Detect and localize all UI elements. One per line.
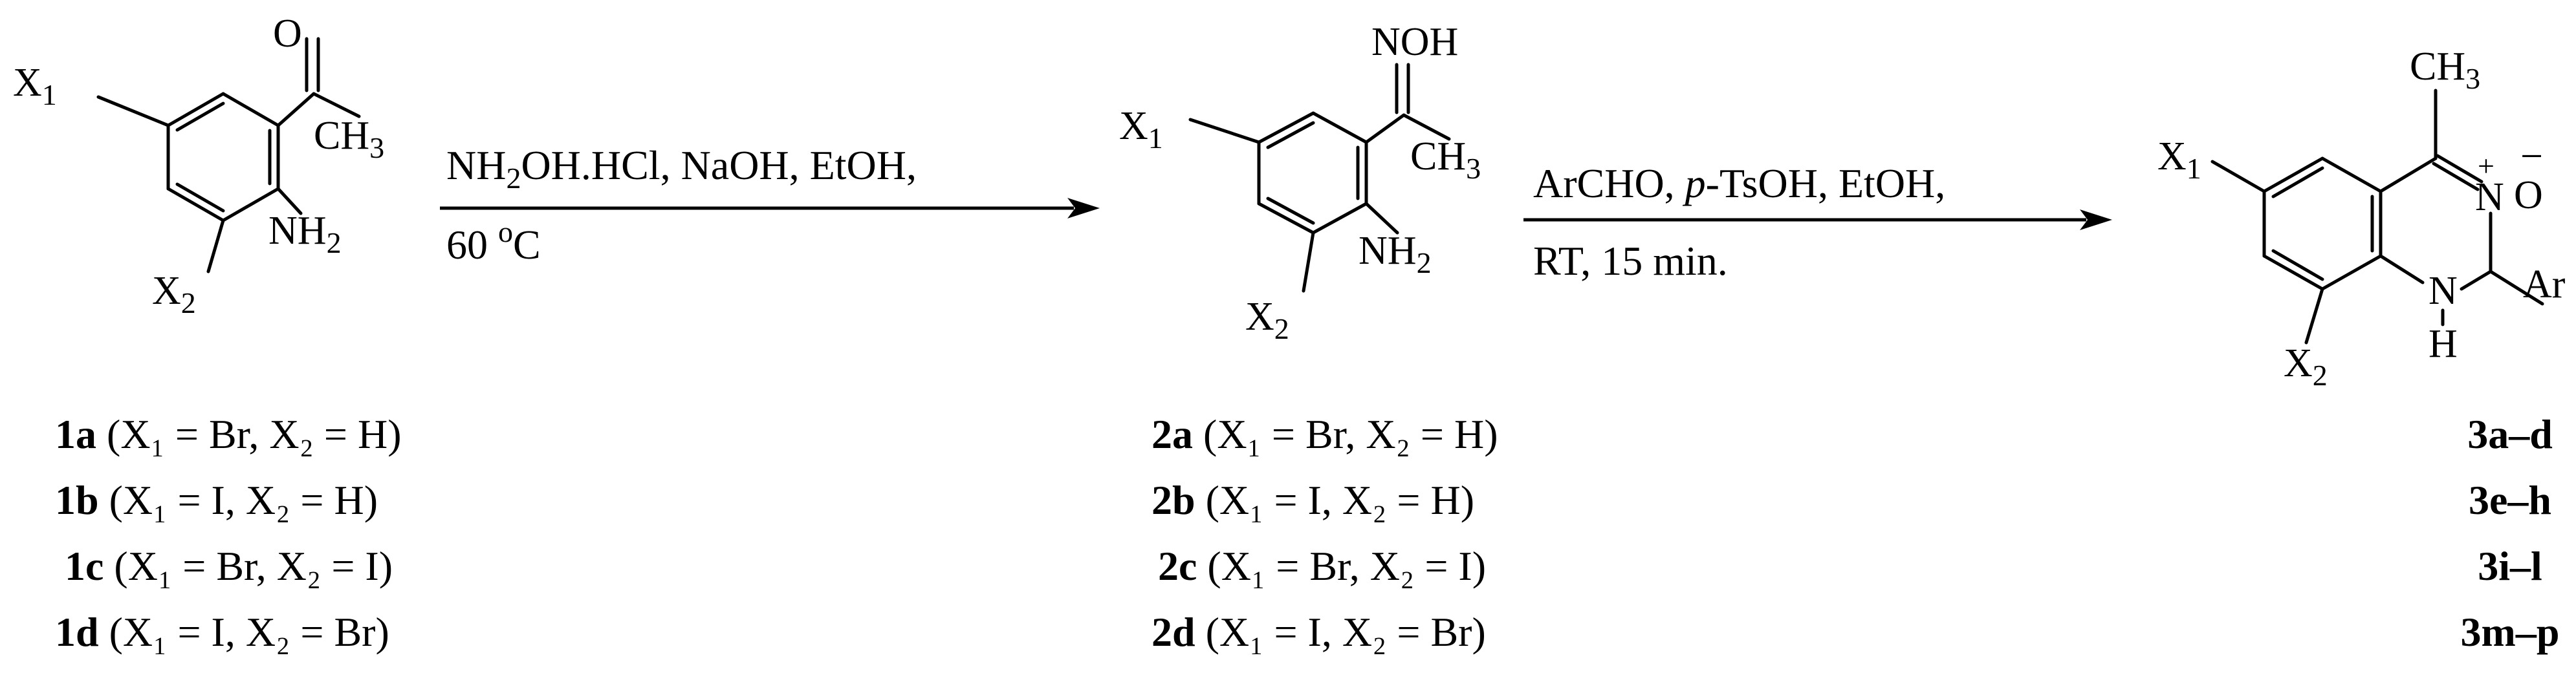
methyl-label: CH3 bbox=[1410, 134, 1481, 185]
positive-charge-label: + bbox=[2478, 149, 2494, 182]
amino-label: NH2 bbox=[1359, 229, 1432, 279]
x1-label: X1 bbox=[2157, 134, 2201, 185]
x2-label: X2 bbox=[152, 269, 196, 319]
reaction-arrow-1 bbox=[440, 198, 1100, 219]
compound-label: 3i–l bbox=[2478, 543, 2542, 589]
compound-label: 3a–d bbox=[2467, 411, 2553, 457]
methyl-label: CH3 bbox=[2410, 45, 2480, 95]
compound-label: 1c (X₁ = Br, X₂ = I) bbox=[65, 543, 393, 589]
x2-label: X2 bbox=[1245, 295, 1289, 345]
compound-label: 3e–h bbox=[2469, 477, 2551, 523]
compound-label: 2c (X₁ = Br, X₂ = I) bbox=[1158, 543, 1486, 589]
amino-label: NH2 bbox=[268, 209, 342, 259]
ring-nh-hydrogen-label: H bbox=[2429, 322, 2458, 366]
nitrone-nitrogen-label: N bbox=[2475, 175, 2504, 219]
step2-reagents: ArCHO, p-TsOH, EtOH, bbox=[1533, 160, 1945, 206]
compound-label: 2a (X₁ = Br, X₂ = H) bbox=[1152, 411, 1498, 457]
compounds-1-list: 1a (X₁ = Br, X₂ = H) 1b (X₁ = I, X₂ = H)… bbox=[55, 411, 402, 655]
compound-label: 2b (X₁ = I, X₂ = H) bbox=[1152, 477, 1474, 523]
step1-temperature: 60 oC bbox=[446, 215, 541, 268]
step2-conditions: RT, 15 min. bbox=[1533, 238, 1728, 284]
reaction-arrow-2 bbox=[1523, 209, 2112, 230]
x2-label: X2 bbox=[2284, 341, 2328, 392]
compound-1-structure: X1 O CH3 NH2 X2 bbox=[13, 12, 384, 319]
x1-label: X1 bbox=[13, 61, 57, 111]
compound-label: 1d (X₁ = I, X₂ = Br) bbox=[55, 609, 389, 655]
compound-2-structure: X1 NOH CH3 NH2 X2 bbox=[1119, 20, 1481, 345]
compound-3-structure: CH3 N + O − N H Ar X1 X2 bbox=[2157, 45, 2566, 392]
compound-label: 1a (X₁ = Br, X₂ = H) bbox=[55, 411, 402, 457]
carbonyl-oxygen-label: O bbox=[273, 12, 302, 56]
negative-charge-label: − bbox=[2520, 134, 2543, 178]
compounds-2-list: 2a (X₁ = Br, X₂ = H) 2b (X₁ = I, X₂ = H)… bbox=[1152, 411, 1498, 655]
compound-label: 3m–p bbox=[2461, 609, 2560, 655]
methyl-label: CH3 bbox=[314, 114, 384, 164]
compound-label: 1b (X₁ = I, X₂ = H) bbox=[55, 477, 378, 523]
compound-label: 2d (X₁ = I, X₂ = Br) bbox=[1152, 609, 1486, 655]
step1-reagents: NH2OH.HCl, NaOH, EtOH, bbox=[446, 142, 917, 195]
aryl-label: Ar bbox=[2523, 262, 2566, 306]
ring-nitrogen-label: N bbox=[2429, 269, 2458, 313]
x1-label: X1 bbox=[1119, 104, 1163, 155]
n-oxide-oxygen-label: O bbox=[2514, 173, 2543, 217]
oxime-label: NOH bbox=[1371, 20, 1458, 64]
compounds-3-list: 3a–d 3e–h 3i–l 3m–p bbox=[2461, 411, 2560, 655]
